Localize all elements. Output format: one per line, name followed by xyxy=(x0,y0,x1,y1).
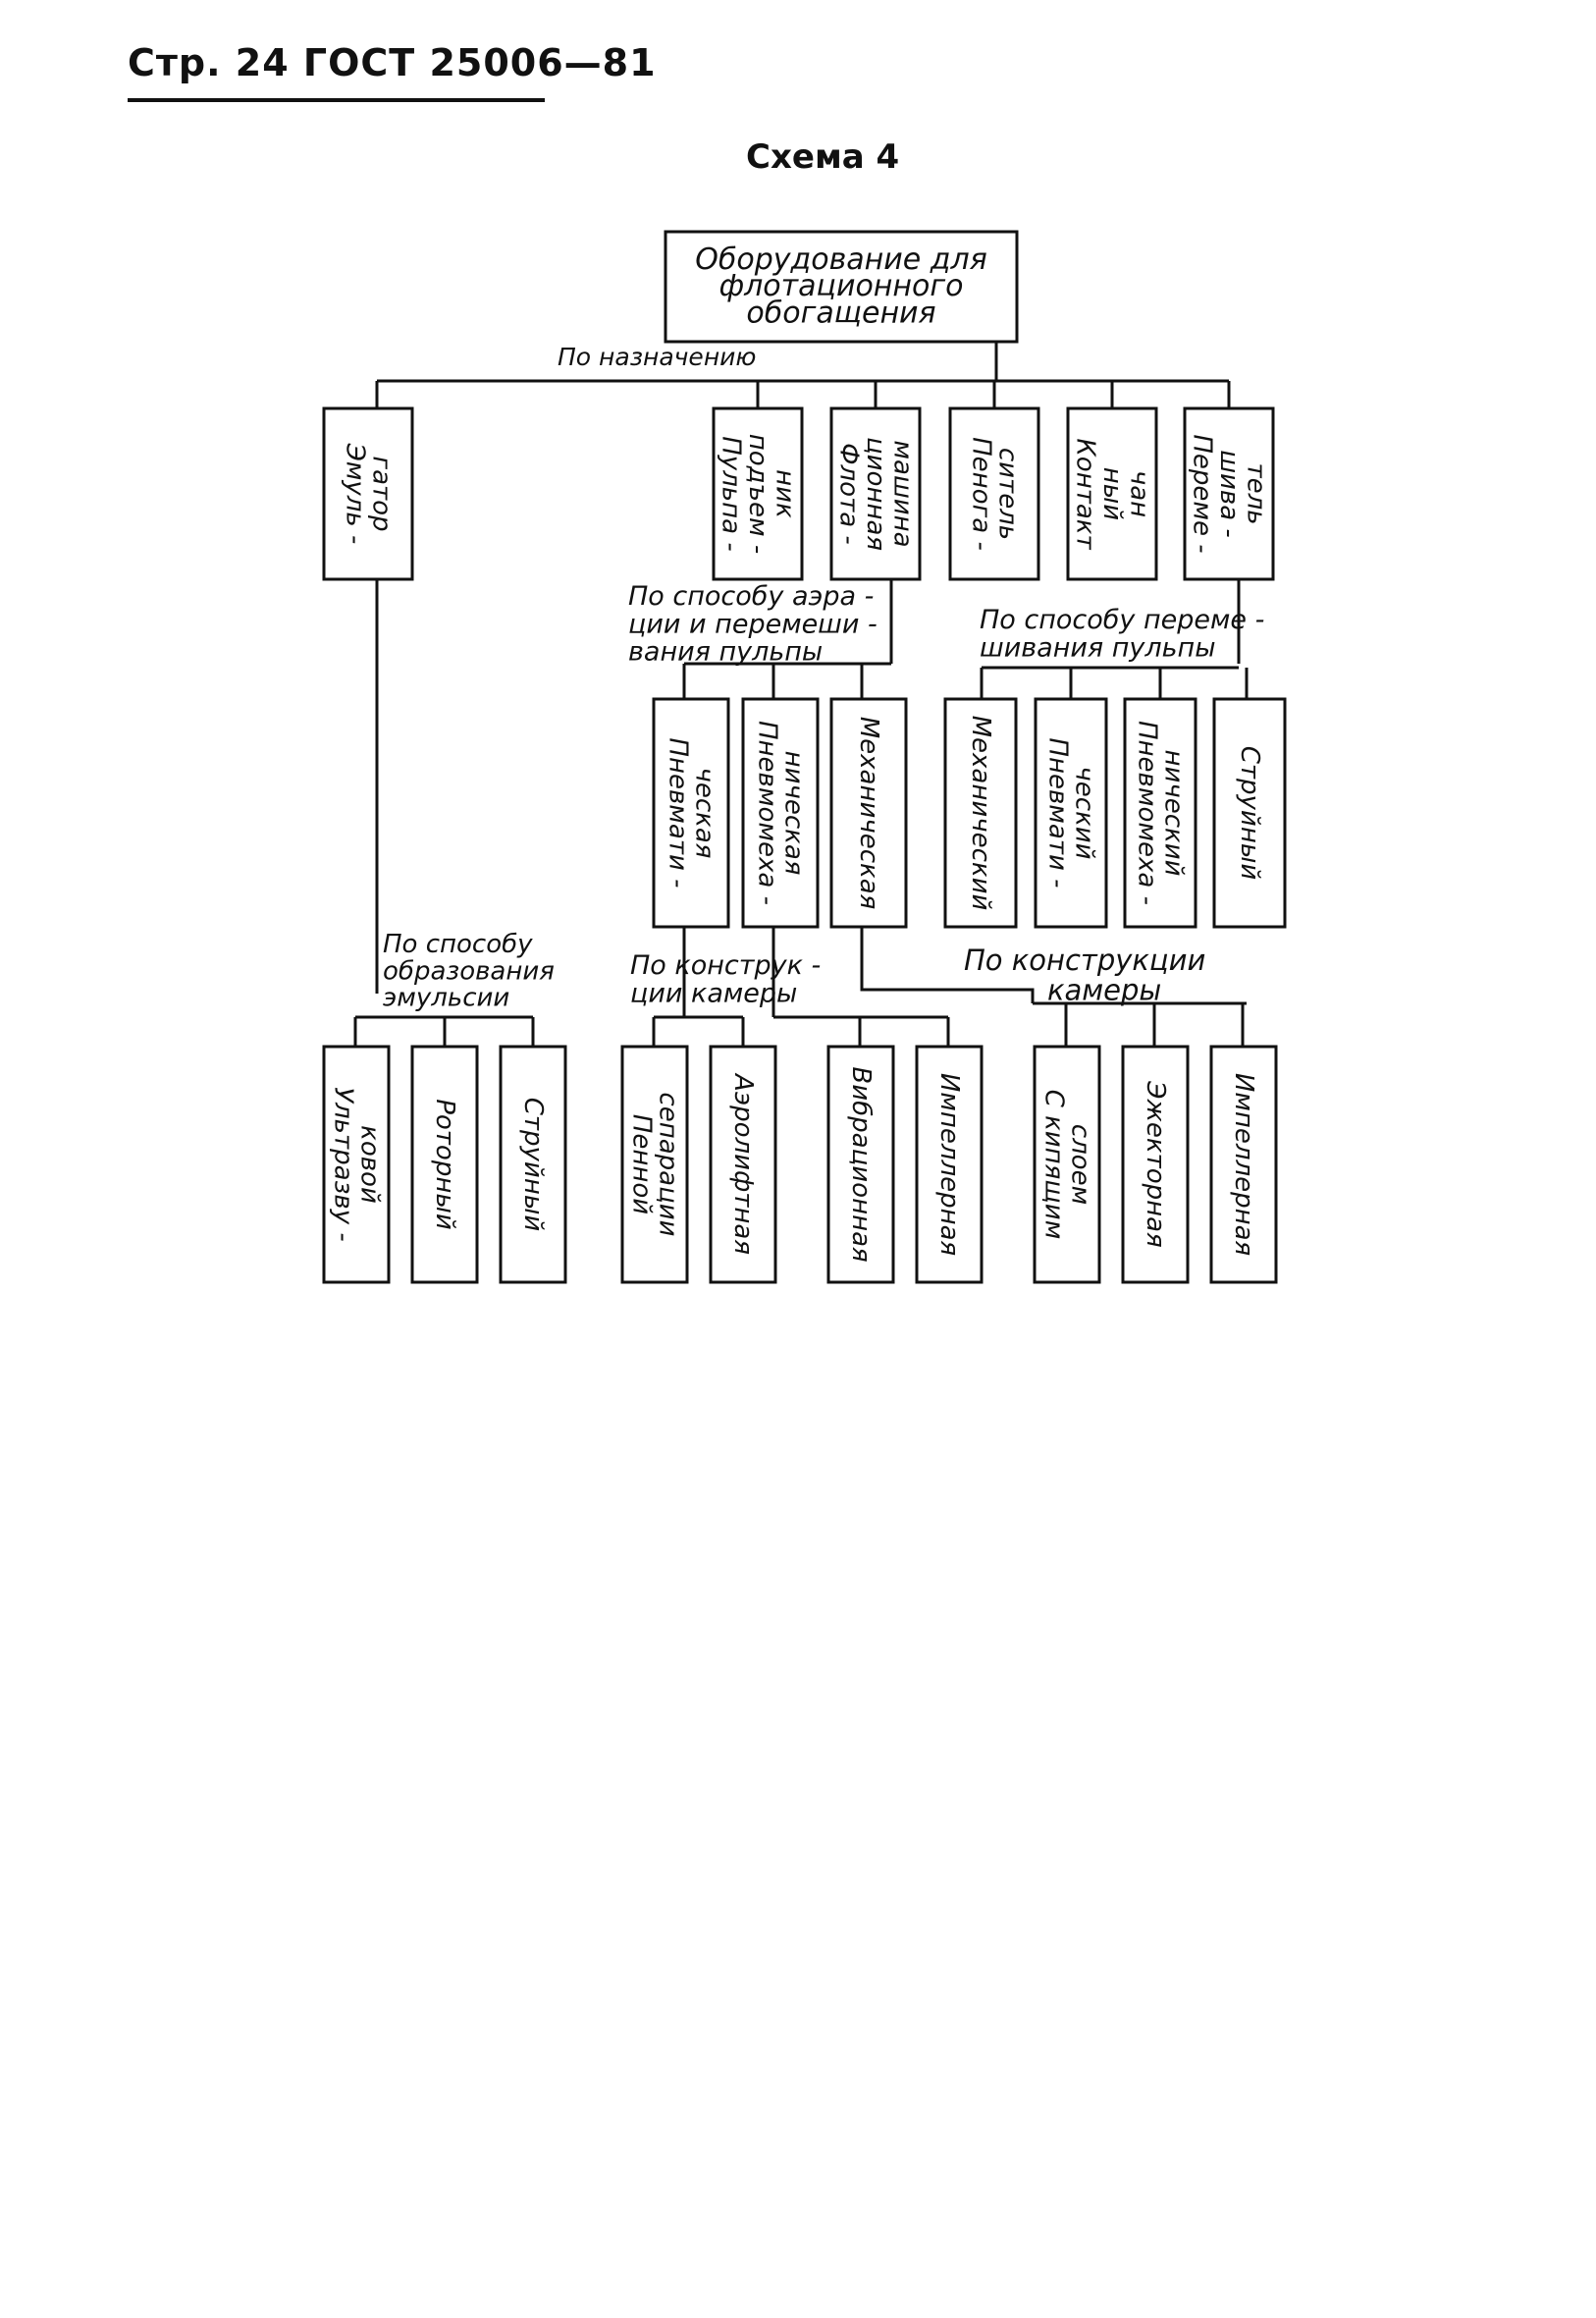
node-mx-pneumomechanical: Пневмомеха -нический xyxy=(1123,697,1197,929)
label-text-line: По конструкции xyxy=(964,943,1205,977)
node-text-line: Ультразву - xyxy=(328,1087,357,1242)
label-text-line: По назначению xyxy=(558,343,756,371)
node-text-line: подъем - xyxy=(743,434,772,555)
node-text-line: машина xyxy=(887,440,917,547)
header-rule xyxy=(128,98,545,102)
node-text-line: Пневмомеха - xyxy=(1132,721,1161,905)
node-text-line: Эжекторная xyxy=(1141,1080,1170,1247)
node-pn-aerolift: Аэролифтная xyxy=(709,1045,777,1284)
label-text-line: ции и перемеши - xyxy=(628,609,878,639)
node-emulsator: Эмуль -гатор xyxy=(322,406,414,581)
label-text-line: эмульсии xyxy=(383,984,509,1013)
node-pulp-lifter: Пульпа -подъем -ник xyxy=(712,406,804,581)
node-pm-vibration: Вибрационная xyxy=(826,1045,895,1284)
node-froth-extinguisher: Пенога -ситель xyxy=(948,406,1040,581)
node-text-line: Механический xyxy=(966,716,995,911)
scheme-title: Схема 4 xyxy=(746,137,900,177)
label-text-line: камеры xyxy=(1047,973,1161,1006)
node-boxes: Оборудование дляфлотационногообогащенияЭ… xyxy=(322,230,1287,1284)
node-fm-pneumomechanical: Пневмомеха -ническая xyxy=(741,697,820,929)
label-text-line: шивания пульпы xyxy=(980,632,1216,663)
node-text-line: ческий xyxy=(1070,766,1099,859)
label-text-line: По способу переме - xyxy=(980,605,1264,635)
node-pm-impeller: Импеллерная xyxy=(915,1045,984,1284)
node-mx-pneumatic: Пневмати -ческий xyxy=(1034,697,1108,929)
node-text-line: ник xyxy=(770,469,799,518)
label-text-line: вания пульпы xyxy=(628,637,823,668)
node-text-line: Контакт xyxy=(1071,438,1100,550)
node-text-line: Эмуль - xyxy=(340,443,369,545)
node-text-line: Механическая xyxy=(854,717,883,910)
node-mx-mechanical: Механический xyxy=(943,697,1018,929)
node-fm-mechanical: Механическая xyxy=(829,697,908,929)
label-chamber-design-left: По конструк -ции камеры xyxy=(630,950,821,1008)
label-pulp-mixing: По способу переме -шивания пульпы xyxy=(980,605,1264,663)
node-text-line: Пенога - xyxy=(966,437,995,551)
node-text-line: Импеллерная xyxy=(1229,1073,1258,1256)
node-text-line: гатор xyxy=(367,456,397,531)
node-fm-pneumatic: Пневмати -ческая xyxy=(652,697,730,929)
node-text-line: ковой xyxy=(355,1125,385,1204)
node-em-rotary: Роторный xyxy=(410,1045,479,1284)
node-text-line: Импеллерная xyxy=(934,1073,964,1256)
label-text-line: По способу аэра - xyxy=(628,581,874,612)
node-text-line: флотационного xyxy=(718,269,963,303)
node-text-line: Пневмати - xyxy=(663,737,692,888)
connector-lines xyxy=(353,342,1249,1047)
node-text-line: тель xyxy=(1241,462,1270,524)
node-text-line: Вибрационная xyxy=(846,1066,876,1262)
node-text-line: обогащения xyxy=(746,296,935,330)
node-text-line: Аэролифтная xyxy=(728,1072,758,1255)
page-header: Стр. 24 ГОСТ 25006—81 xyxy=(128,41,657,84)
node-text-line: ническая xyxy=(779,751,809,876)
node-text-line: С кипящим xyxy=(1038,1090,1068,1240)
mechanical-stem xyxy=(860,927,1035,1003)
node-text-line: Роторный xyxy=(430,1099,459,1230)
node-text-line: Флота - xyxy=(834,443,864,545)
node-text-line: шива - xyxy=(1214,450,1244,538)
node-text-line: сепарации xyxy=(654,1092,683,1236)
node-me-ejector: Эжекторная xyxy=(1121,1045,1190,1284)
node-em-ultrasonic: Ультразву -ковой xyxy=(322,1045,391,1284)
node-text-line: ситель xyxy=(993,448,1023,540)
node-text-line: чан xyxy=(1124,470,1153,517)
label-aeration-mixing: По способу аэра -ции и перемеши -вания п… xyxy=(628,581,878,668)
label-text-line: По способу xyxy=(383,930,533,959)
node-mixer: Переме -шива -тель xyxy=(1183,406,1275,581)
label-text-line: образования xyxy=(383,956,555,986)
label-by-purpose: По назначению xyxy=(558,343,756,371)
node-text-line: ционная xyxy=(861,437,890,551)
node-text-line: Пневмомеха - xyxy=(752,721,781,905)
node-text-line: ческая xyxy=(690,768,719,859)
node-me-impeller: Импеллерная xyxy=(1209,1045,1278,1284)
label-text-line: По конструк - xyxy=(630,950,821,981)
node-text-line: Оборудование для xyxy=(695,243,987,277)
node-mx-jet: Струйный xyxy=(1212,697,1287,929)
edge-labels: По назначению По способу аэра -ции и пере… xyxy=(383,343,1264,1013)
node-text-line: Струйный xyxy=(518,1098,548,1232)
node-text-line: слоем xyxy=(1066,1124,1095,1205)
node-text-line: Пневмати - xyxy=(1042,737,1072,888)
node-text-line: нический xyxy=(1159,749,1189,876)
node-text-line: ный xyxy=(1097,467,1127,520)
node-text-line: Переме - xyxy=(1188,434,1217,553)
node-em-jet: Струйный xyxy=(499,1045,567,1284)
node-text-line: Пенной xyxy=(626,1114,656,1214)
node-text-line: Струйный xyxy=(1235,746,1264,881)
node-text-line: Пульпа - xyxy=(717,436,746,551)
label-text-line: ции камеры xyxy=(630,978,797,1008)
